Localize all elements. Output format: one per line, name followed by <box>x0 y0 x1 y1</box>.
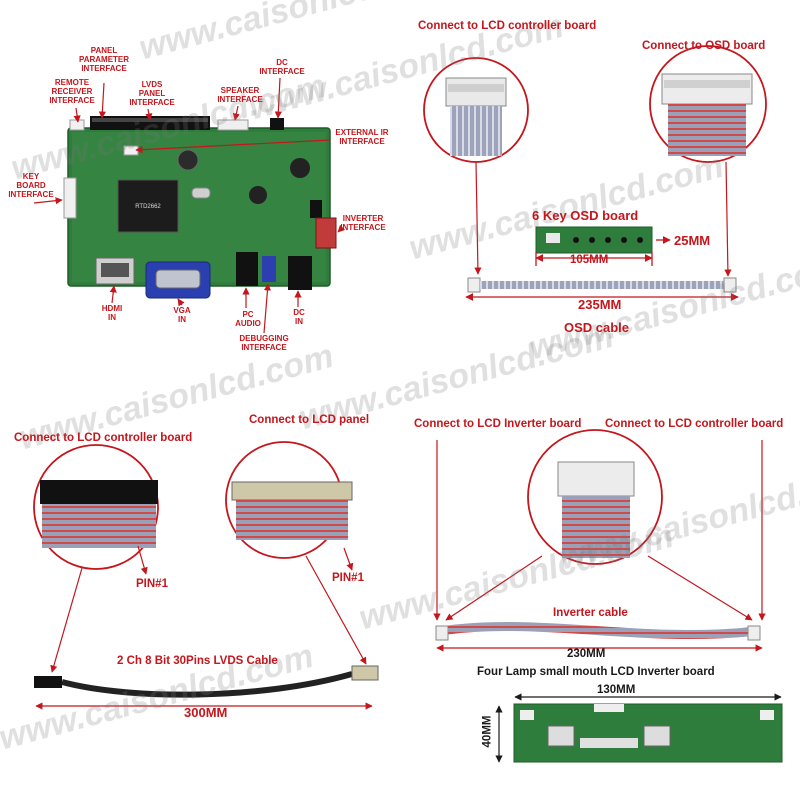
osd-connect-controller-label: Connect to LCD controller board <box>418 20 597 32</box>
osd-connector-zoom-right <box>649 45 767 163</box>
label-external-ir: EXTERNAL IR INTERFACE <box>335 128 389 146</box>
lvds-cable-length: 300MM <box>184 705 228 720</box>
controller-board: RTD2662 <box>63 116 337 299</box>
lvds-connect-panel-label: Connect to LCD panel <box>249 414 370 426</box>
inverter-connect-inverter-label: Connect to LCD Inverter board <box>414 418 582 430</box>
label-remote-receiver: REMOTE RECEIVER INTERFACE <box>49 78 95 105</box>
label-panel-parameter: PANEL PARAMETER INTERFACE <box>78 46 130 73</box>
label-pc-audio: PC AUDIO <box>235 310 261 328</box>
lvds-pin1-right: PIN#1 <box>332 572 364 584</box>
label-debugging: DEBUGGING INTERFACE <box>239 334 289 352</box>
inverter-board-width: 130MM <box>597 684 636 696</box>
controller-leaders <box>33 77 346 334</box>
lvds-connect-controller-label: Connect to LCD controller board <box>14 432 193 444</box>
inverter-board <box>513 703 783 763</box>
osd-dimension-lines <box>465 236 739 301</box>
osd-cable-title: OSD cable <box>564 320 630 335</box>
inverter-cable-title: Inverter cable <box>553 607 628 619</box>
inverter-cable-length: 230MM <box>567 648 606 660</box>
label-vga-in: VGA IN <box>173 306 191 324</box>
inverter-cable <box>435 622 761 641</box>
osd-connector-zoom-left <box>423 57 529 163</box>
label-dc-interface: DC INTERFACE <box>259 58 305 76</box>
osd-leaders <box>474 161 732 277</box>
lvds-cable <box>34 665 379 698</box>
osd-dim-height: 25MM <box>674 233 711 248</box>
inverter-leaders <box>433 440 766 652</box>
label-inverter-interface: INVERTER INTERFACE <box>340 214 386 232</box>
osd-board <box>535 226 653 254</box>
label-hdmi-in: HDMI IN <box>101 304 123 322</box>
label-key-board: KEY BOARD INTERFACE <box>8 172 54 199</box>
lvds-leaders <box>35 545 373 710</box>
osd-cable <box>467 277 737 293</box>
osd-board-title: 6 Key OSD board <box>532 208 639 223</box>
inverter-connect-controller-label: Connect to LCD controller board <box>605 418 784 430</box>
lvds-zoom-right <box>225 441 353 559</box>
inverter-zoom <box>527 429 663 565</box>
lvds-pin1-left: PIN#1 <box>136 578 168 590</box>
lvds-cable-title: 2 Ch 8 Bit 30Pins LVDS Cable <box>117 655 278 667</box>
label-dc-in: DC IN <box>293 308 305 326</box>
label-speaker: SPEAKER INTERFACE <box>217 86 263 104</box>
osd-connect-osd-label: Connect to OSD board <box>642 40 766 52</box>
inverter-board-height: 40MM <box>481 715 494 748</box>
osd-cable-length: 235MM <box>578 297 622 312</box>
lvds-zoom-left <box>33 444 159 570</box>
label-lvds-panel: LVDS PANEL INTERFACE <box>129 80 175 107</box>
inverter-board-title: Four Lamp small mouth LCD Inverter board <box>477 666 715 678</box>
svg-text:RTD2662: RTD2662 <box>135 204 161 210</box>
osd-dim-width: 105MM <box>570 254 609 266</box>
inverter-dimension-lines <box>495 693 782 763</box>
